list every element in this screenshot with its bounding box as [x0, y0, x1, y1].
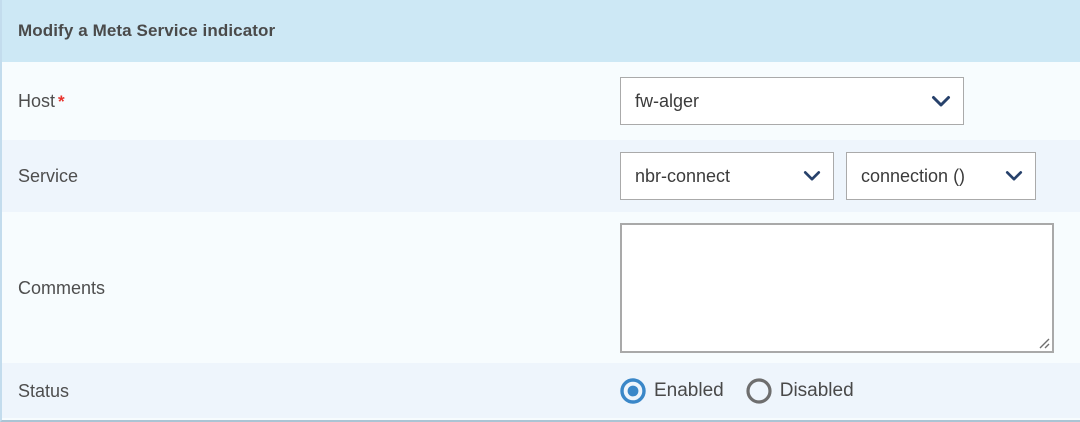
- chevron-down-icon: [1005, 171, 1023, 181]
- service-label: Service: [18, 167, 620, 185]
- status-radio-enabled-label: Enabled: [654, 380, 724, 401]
- metric-select-value: connection (): [861, 165, 966, 186]
- form-row-status: Status Enabled Disabled: [2, 363, 1080, 418]
- status-radio-group: Enabled Disabled: [620, 377, 854, 404]
- required-asterisk: *: [58, 92, 65, 111]
- status-control: Enabled Disabled: [620, 377, 1080, 404]
- radio-selected-icon: [620, 377, 646, 404]
- form-row-service: Service nbr-connect connection (): [2, 140, 1080, 212]
- status-label: Status: [18, 382, 620, 400]
- form-row-comments: Comments: [2, 212, 1080, 363]
- status-radio-disabled[interactable]: Disabled: [746, 377, 854, 404]
- status-radio-enabled[interactable]: Enabled: [620, 377, 724, 404]
- comments-label-text: Comments: [18, 277, 106, 298]
- chevron-down-icon: [932, 95, 950, 106]
- comments-control: [620, 222, 1080, 353]
- host-select[interactable]: fw-alger: [620, 77, 964, 125]
- host-select-value: fw-alger: [635, 90, 700, 111]
- page-title: Modify a Meta Service indicator: [18, 21, 276, 40]
- service-select-value: nbr-connect: [635, 165, 731, 186]
- host-label-text: Host: [18, 91, 56, 111]
- resize-grip-icon[interactable]: [1036, 335, 1050, 349]
- comments-label: Comments: [18, 279, 620, 297]
- form-row-host: Host* fw-alger: [2, 62, 1080, 140]
- status-radio-disabled-label: Disabled: [779, 380, 854, 401]
- service-control: nbr-connect connection (): [620, 152, 1080, 200]
- radio-unselected-icon: [746, 377, 772, 404]
- panel-header: Modify a Meta Service indicator: [2, 0, 1080, 62]
- status-label-text: Status: [18, 380, 70, 401]
- comments-textarea[interactable]: [620, 222, 1054, 353]
- service-label-text: Service: [18, 166, 79, 186]
- chevron-down-icon: [803, 171, 821, 181]
- service-select[interactable]: nbr-connect: [620, 152, 834, 200]
- host-label: Host*: [18, 92, 620, 110]
- metric-select[interactable]: connection (): [846, 152, 1036, 200]
- host-control: fw-alger: [620, 77, 1080, 125]
